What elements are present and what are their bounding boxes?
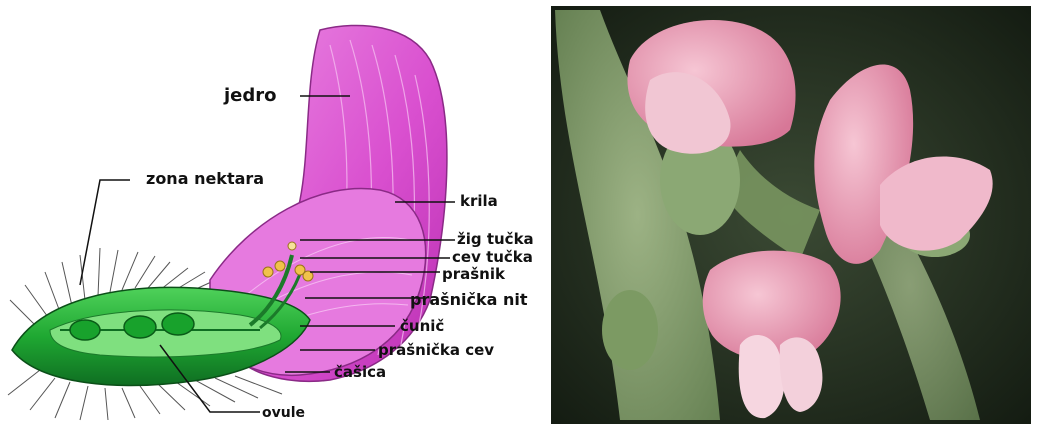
label-jedro: jedro [223, 85, 277, 106]
label-ovule: ovule [262, 405, 305, 421]
label-casica: čašica [334, 363, 386, 381]
photo-flower-top [627, 20, 795, 154]
label-prasnicka-nit: prašnička nit [410, 290, 528, 309]
label-cunic: čunič [400, 317, 444, 335]
label-zig-tucka: žig tučka [457, 230, 534, 248]
label-krila: krila [460, 192, 498, 210]
label-prasnik: prašnik [442, 265, 506, 283]
flower-diagram: jedro zona nektara krila žig tučka cev t… [8, 25, 534, 421]
label-prasnicka-cev: prašnička cev [378, 341, 494, 359]
flower-photo [551, 6, 1031, 424]
label-cev-tucka: cev tučka [452, 248, 533, 266]
label-zona-nektara: zona nektara [146, 169, 264, 188]
